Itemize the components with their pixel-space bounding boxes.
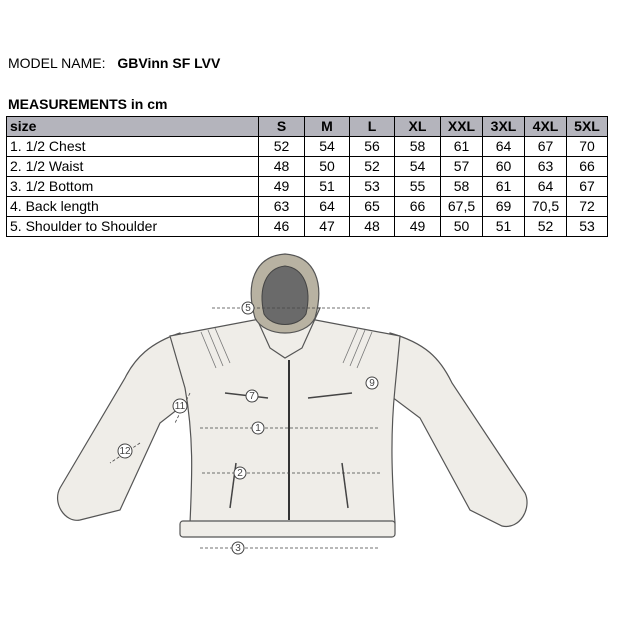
table-cell: 66 [394, 196, 441, 217]
table-cell: 58 [440, 176, 483, 197]
marker-7 [245, 389, 259, 403]
table-row: 5. Shoulder to Shoulder 46 47 48 49 50 5… [6, 216, 608, 237]
marker-9 [365, 376, 379, 390]
measurements-title: MEASUREMENTS in cm [8, 96, 168, 112]
shoulder-quilting [200, 327, 373, 369]
table-cell: 54 [394, 156, 441, 177]
header-cell: XXL [440, 116, 483, 137]
marker-3 [231, 541, 245, 555]
marker-1 [251, 421, 265, 435]
table-cell: 51 [482, 216, 525, 237]
marker-12-label: 12 [119, 446, 131, 457]
model-name-value: GBVinn SF LVV [117, 55, 221, 71]
table-cell: 61 [482, 176, 525, 197]
table-cell: 54 [304, 136, 350, 157]
table-cell: 64 [304, 196, 350, 217]
marker-3-label: 3 [235, 543, 241, 554]
table-cell: 70 [566, 136, 608, 157]
marker-5 [241, 301, 255, 315]
jacket-measurement-diagram: 5 7 1 2 3 9 11 12 [57, 253, 528, 555]
marker-12 [117, 443, 133, 459]
table-cell: 70,5 [524, 196, 567, 217]
right-sleeve [379, 332, 528, 527]
header-cell: XL [394, 116, 441, 137]
model-name-label: MODEL NAME: [8, 55, 106, 71]
row-label: 5. Shoulder to Shoulder [6, 216, 259, 237]
table-cell: 53 [566, 216, 608, 237]
table-cell: 50 [440, 216, 483, 237]
table-row: 3. 1/2 Bottom 49 51 53 55 58 61 64 67 [6, 176, 608, 197]
table-cell: 55 [394, 176, 441, 197]
waist-band [179, 520, 396, 538]
row-label: 3. 1/2 Bottom [6, 176, 259, 197]
marker-7-label: 7 [249, 391, 255, 402]
table-cell: 46 [258, 216, 305, 237]
table-row: 1. 1/2 Chest 52 54 56 58 61 64 67 70 [6, 136, 608, 157]
row-label: 1. 1/2 Chest [6, 136, 259, 157]
marker-1-label: 1 [255, 423, 261, 434]
marker-11 [172, 398, 188, 414]
table-row: 2. 1/2 Waist 48 50 52 54 57 60 63 66 [6, 156, 608, 177]
table-cell: 69 [482, 196, 525, 217]
table-cell: 63 [524, 156, 567, 177]
table-cell: 56 [349, 136, 395, 157]
left-sleeve [57, 332, 206, 521]
header-cell: S [258, 116, 305, 137]
table-cell: 49 [258, 176, 305, 197]
marker-5-label: 5 [245, 303, 251, 314]
table-cell: 64 [524, 176, 567, 197]
header-cell: L [349, 116, 395, 137]
marker-9-label: 9 [369, 378, 375, 389]
table-cell: 58 [394, 136, 441, 157]
table-cell: 52 [349, 156, 395, 177]
table-cell: 51 [304, 176, 350, 197]
hood-inner [261, 265, 309, 325]
table-cell: 64 [482, 136, 525, 157]
marker-2-label: 2 [237, 468, 243, 479]
header-cell: 5XL [566, 116, 608, 137]
header-cell: 3XL [482, 116, 525, 137]
table-cell: 67 [566, 176, 608, 197]
header-cell: size [6, 116, 259, 137]
table-cell: 48 [349, 216, 395, 237]
table-cell: 50 [304, 156, 350, 177]
table-row: 4. Back length 63 64 65 66 67,5 69 70,5 … [6, 196, 608, 217]
table-header-row: size S M L XL XXL 3XL 4XL 5XL [6, 116, 608, 137]
table-cell: 52 [524, 216, 567, 237]
table-cell: 47 [304, 216, 350, 237]
table-cell: 72 [566, 196, 608, 217]
table-cell: 57 [440, 156, 483, 177]
table-cell: 60 [482, 156, 525, 177]
header-cell: 4XL [524, 116, 567, 137]
table-cell: 67 [524, 136, 567, 157]
model-name: MODEL NAME: GBVinn SF LVV [8, 55, 220, 71]
table-cell: 48 [258, 156, 305, 177]
table-cell: 53 [349, 176, 395, 197]
measurement-markers: 5 7 1 2 3 9 11 12 [117, 301, 379, 555]
marker-2 [233, 466, 247, 480]
row-label: 4. Back length [6, 196, 259, 217]
table-cell: 61 [440, 136, 483, 157]
header-cell: M [304, 116, 350, 137]
table-cell: 63 [258, 196, 305, 217]
table-cell: 65 [349, 196, 395, 217]
table-cell: 49 [394, 216, 441, 237]
table-cell: 52 [258, 136, 305, 157]
table-cell: 66 [566, 156, 608, 177]
marker-11-label: 11 [175, 401, 186, 412]
table-cell: 67,5 [440, 196, 483, 217]
row-label: 2. 1/2 Waist [6, 156, 259, 177]
size-table: size S M L XL XXL 3XL 4XL 5XL 1. 1/2 Che… [6, 116, 608, 237]
